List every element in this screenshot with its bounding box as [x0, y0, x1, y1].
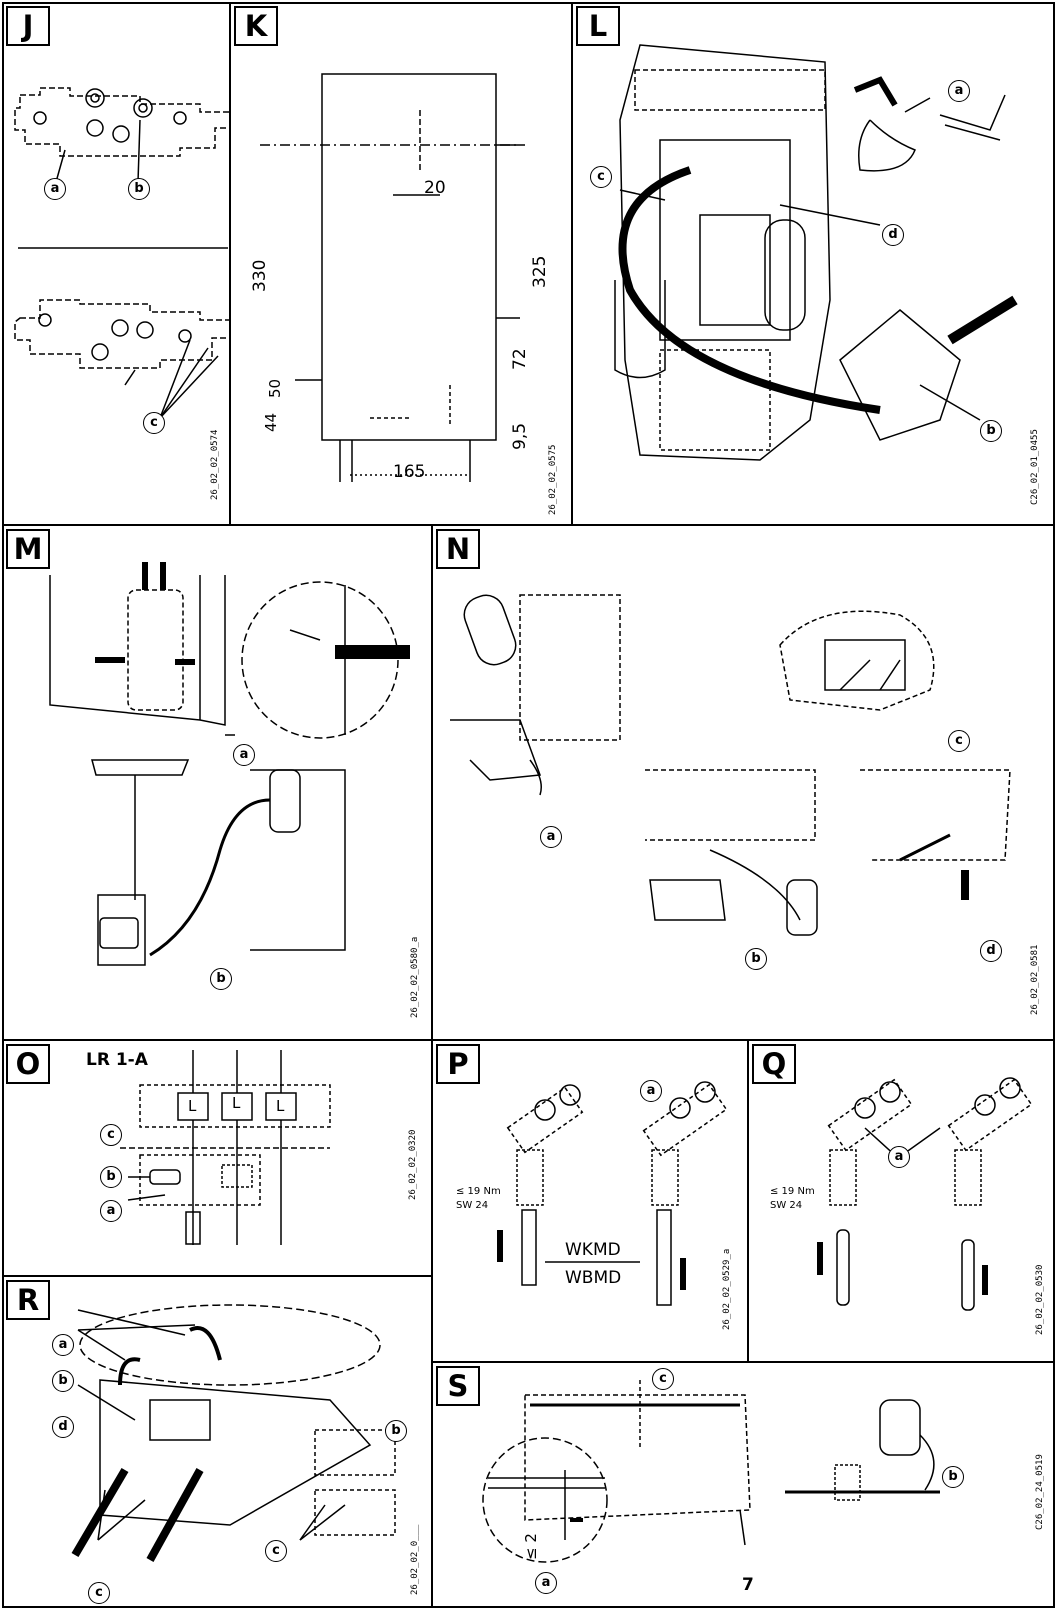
callout-a: a: [233, 744, 255, 766]
torque-label: ≤ 19 Nm: [456, 1186, 501, 1197]
callout-b: b: [942, 1466, 964, 1488]
panel-m-drawing: [49, 562, 410, 966]
panel-n-drawing: [450, 594, 1011, 936]
callout-b: b: [210, 968, 232, 990]
callout-c: c: [88, 1582, 110, 1604]
wrench-size-label: SW 24: [770, 1200, 803, 1211]
figure-code: 26_02_02_0___: [410, 1524, 420, 1595]
panel-o-drawing: [120, 1050, 331, 1245]
panel-s-drawing: [482, 1380, 940, 1563]
callout-c: c: [100, 1124, 122, 1146]
figure-code: C26_02_01_0455: [1030, 429, 1040, 505]
callout-b: b: [385, 1420, 407, 1442]
callout-b: b: [52, 1370, 74, 1392]
panel-label-s: S: [436, 1366, 480, 1406]
panel-r-drawing: [71, 1304, 396, 1562]
dim-325: 325: [530, 255, 550, 288]
panel-p-drawing: [497, 1081, 728, 1306]
gap-dimension: ≤ 2: [522, 1533, 540, 1560]
part-number-7: 7: [742, 1575, 754, 1595]
callout-b: b: [128, 178, 150, 200]
callout-a: a: [640, 1080, 662, 1102]
callout-a: a: [948, 80, 970, 102]
callout-c: c: [143, 412, 165, 434]
callout-c: c: [265, 1540, 287, 1562]
wrench-size-label: SW 24: [456, 1200, 489, 1211]
figure-code: C26_02_24_0519: [1035, 1454, 1045, 1530]
callout-b: b: [100, 1166, 122, 1188]
panel-label-q: Q: [752, 1044, 796, 1084]
figure-code: 26_02_02_0580_a: [410, 936, 420, 1018]
figure-code: 26_02_02_0320: [408, 1129, 418, 1200]
dim-165: 165: [393, 462, 426, 482]
panel-k-drawing: [260, 73, 525, 482]
panel-label-k: K: [234, 6, 278, 46]
panel-label-r: R: [6, 1280, 50, 1320]
panel-label-m: M: [6, 529, 50, 569]
dim-44: 44: [262, 412, 280, 432]
callout-a: a: [888, 1146, 910, 1168]
figure-code: 26_02_02_0575: [548, 444, 558, 515]
figure-code: 26_02_02_0530: [1035, 1264, 1045, 1335]
panel-q-drawing: [817, 1077, 1033, 1311]
figure-code: 26_02_02_0574: [210, 429, 220, 500]
callout-a: a: [44, 178, 66, 200]
panel-label-n: N: [436, 529, 480, 569]
callout-b: b: [980, 420, 1002, 442]
model-wbmd: WBMD: [565, 1268, 622, 1288]
callout-c: c: [590, 166, 612, 188]
terminal-l1: L: [188, 1097, 197, 1115]
torque-label: ≤ 19 Nm: [770, 1186, 815, 1197]
callout-a: a: [100, 1200, 122, 1222]
panel-label-l: L: [576, 6, 620, 46]
panel-j-drawing: [14, 87, 231, 419]
dim-50: 50: [266, 378, 284, 398]
callout-c: c: [948, 730, 970, 752]
callout-d: d: [980, 940, 1002, 962]
callout-d: d: [882, 224, 904, 246]
panel-l-drawing: [614, 44, 1018, 461]
callout-a: a: [540, 826, 562, 848]
panel-label-p: P: [436, 1044, 480, 1084]
figure-code: 26_02_02_0529_a: [722, 1248, 732, 1330]
panel-label-o: O: [6, 1044, 50, 1084]
terminal-l2: L: [232, 1094, 241, 1112]
dim-20: 20: [424, 178, 446, 198]
dim-9-5: 9,5: [510, 422, 530, 450]
panel-label-j: J: [6, 6, 50, 46]
callout-c: c: [652, 1368, 674, 1390]
callout-d: d: [52, 1416, 74, 1438]
model-wkmd: WKMD: [565, 1240, 621, 1260]
callout-a: a: [535, 1572, 557, 1594]
figure-code: 26_02_02_0581: [1030, 944, 1040, 1015]
dim-330: 330: [250, 259, 270, 292]
terminal-l3: L: [276, 1097, 285, 1115]
callout-b: b: [745, 948, 767, 970]
diagram-title: LR 1-A: [86, 1050, 148, 1070]
dim-72: 72: [510, 348, 530, 370]
callout-a: a: [52, 1334, 74, 1356]
